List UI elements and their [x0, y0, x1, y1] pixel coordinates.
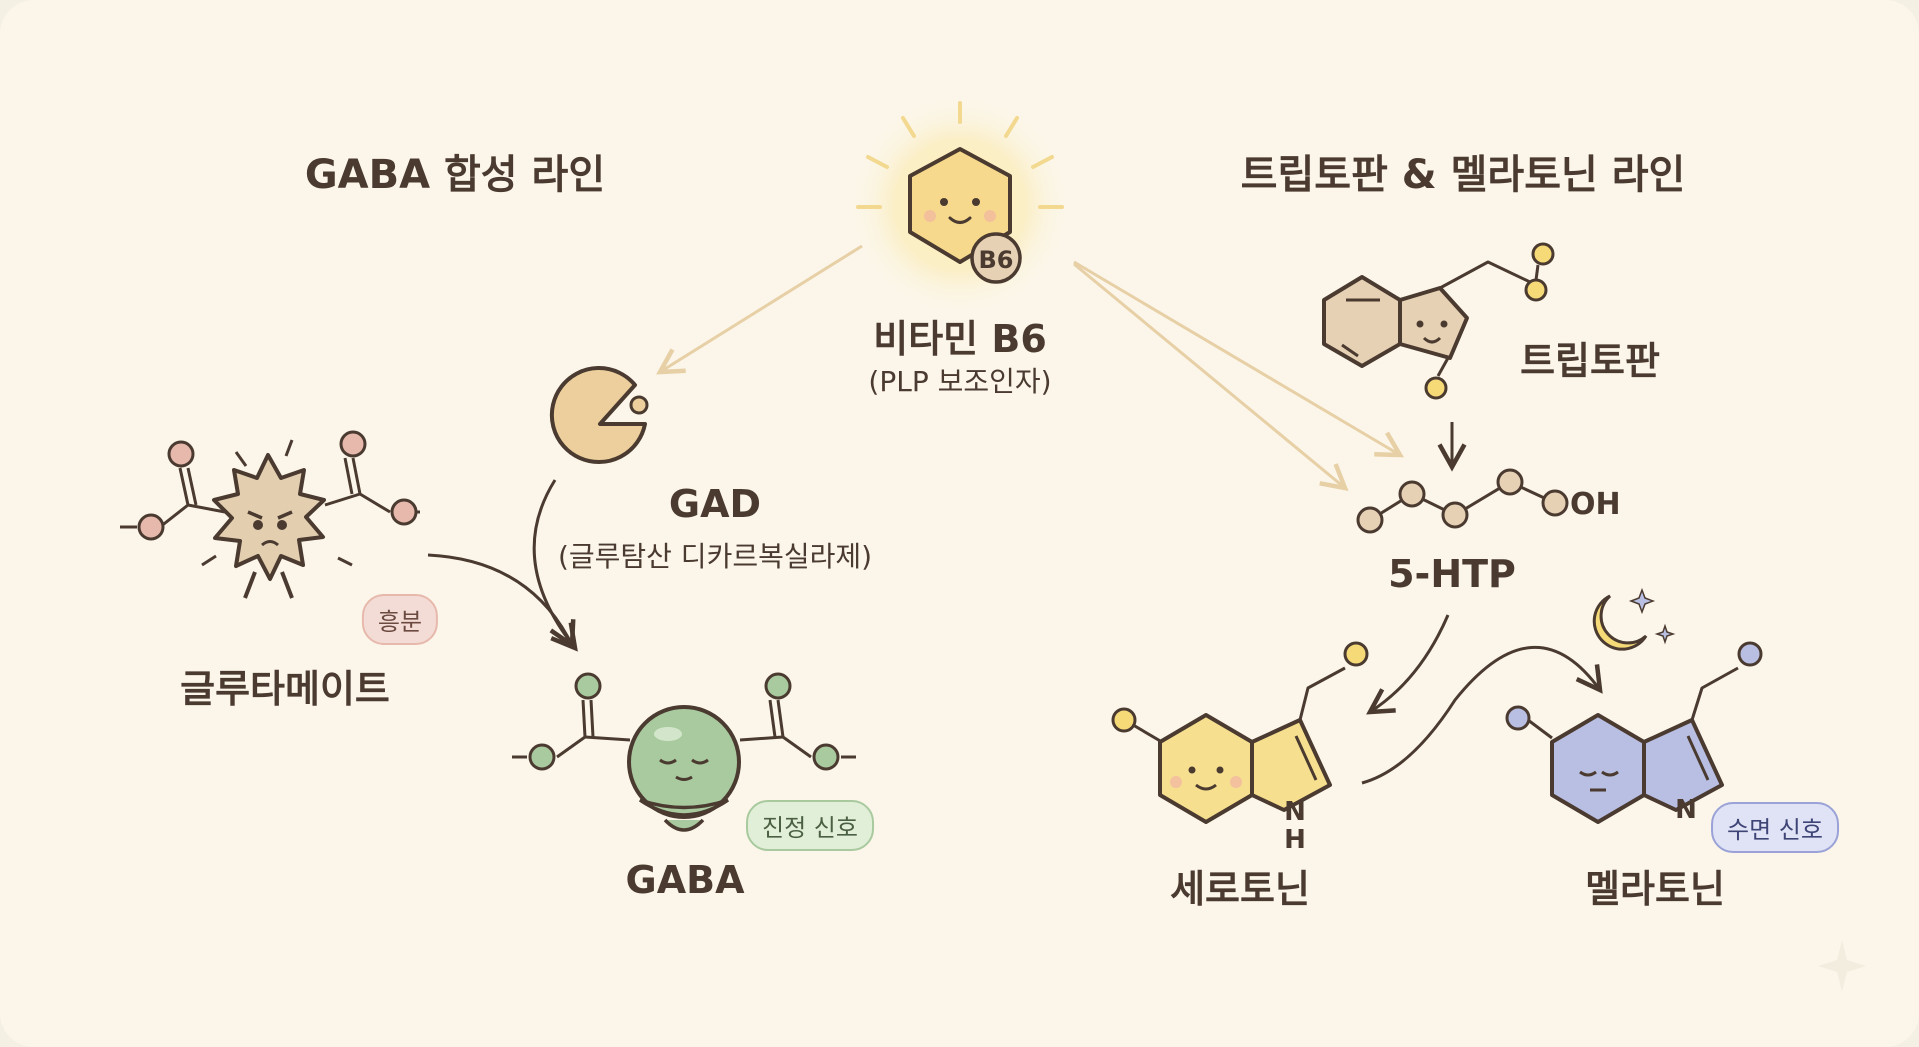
vitamin-b6-icon [850, 95, 1070, 315]
serotonin-icon [1111, 641, 1369, 824]
5htp-icon [1356, 468, 1569, 534]
moon-icon [1592, 587, 1676, 651]
b6-emblem-label: B6 [979, 246, 1014, 274]
b6-label: 비타민 B6 [873, 317, 1047, 361]
serotonin-h-label: H [1284, 825, 1306, 855]
b6-to-5htp-arrow [1073, 260, 1404, 458]
b6-sublabel: (PLP 보조인자) [868, 365, 1052, 398]
gad-enzyme-icon [549, 366, 649, 464]
tryptophan-label: 트립토판 [1520, 339, 1660, 383]
5htp-label: 5-HTP [1388, 552, 1516, 596]
sleep-signal-badge: 수면 신호 [1711, 802, 1839, 853]
melatonin-n-label: N [1675, 795, 1697, 825]
serotonin-n-label: N [1284, 797, 1306, 827]
glutamate-icon [120, 430, 420, 599]
gad-sublabel: (글루탐산 디카르복실라제) [557, 540, 873, 573]
glutamate-label: 글루타메이트 [180, 667, 390, 711]
excite-badge: 흥분 [361, 594, 439, 645]
gaba-line-title: GABA 합성 라인 [304, 152, 606, 198]
5htp-oh-label: OH [1570, 487, 1621, 522]
sparkle-icon [1818, 940, 1866, 992]
melatonin-label: 멜라토닌 [1585, 867, 1725, 911]
melatonin-icon [1505, 641, 1763, 824]
5htp-to-serotonin-arrow [1366, 614, 1450, 715]
b6-to-gad-arrow [656, 244, 863, 375]
tryptophan-icon [1322, 242, 1555, 400]
b6-to-serotonin-arrow [1073, 262, 1349, 491]
gaba-label: GABA [625, 858, 745, 902]
glutamate-to-gaba-arrow [427, 553, 576, 650]
trp-line-title: 트립토판 & 멜라토닌 라인 [1240, 152, 1686, 198]
gad-label: GAD [668, 482, 762, 526]
serotonin-to-melatonin-arrow [1361, 645, 1603, 785]
calm-signal-badge: 진정 신호 [746, 800, 874, 851]
serotonin-label: 세로토닌 [1170, 867, 1310, 911]
gaba-icon [512, 672, 856, 832]
